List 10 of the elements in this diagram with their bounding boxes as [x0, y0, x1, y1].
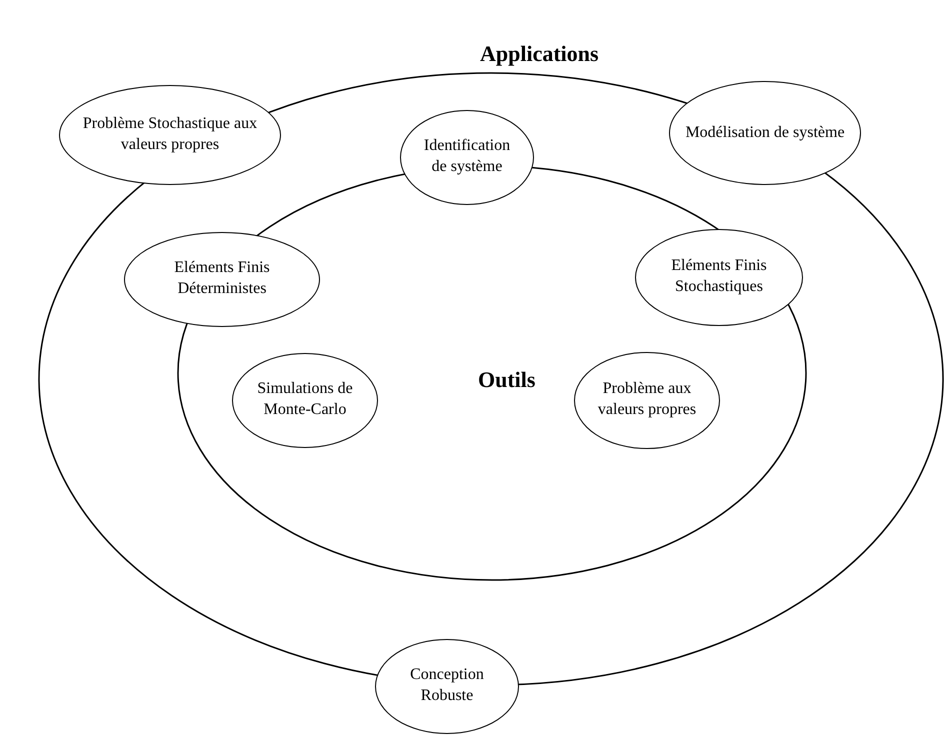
- ellipse-node: Modélisation de système: [669, 81, 861, 185]
- ellipse-node: Problème Stochastique aux valeurs propres: [59, 85, 281, 185]
- ellipse-node: Eléments Finis Déterministes: [124, 232, 320, 326]
- ring-heading: Applications: [480, 41, 599, 67]
- ellipse-node: Conception Robuste: [375, 638, 519, 734]
- ellipse-node: Simulations de Monte-Carlo: [232, 352, 378, 448]
- ellipse-node: Problème aux valeurs propres: [574, 352, 720, 448]
- ellipse-node: Eléments Finis Stochastiques: [635, 228, 803, 326]
- ring-heading: Outils: [478, 367, 536, 393]
- ellipse-node: Identification de système: [400, 110, 534, 204]
